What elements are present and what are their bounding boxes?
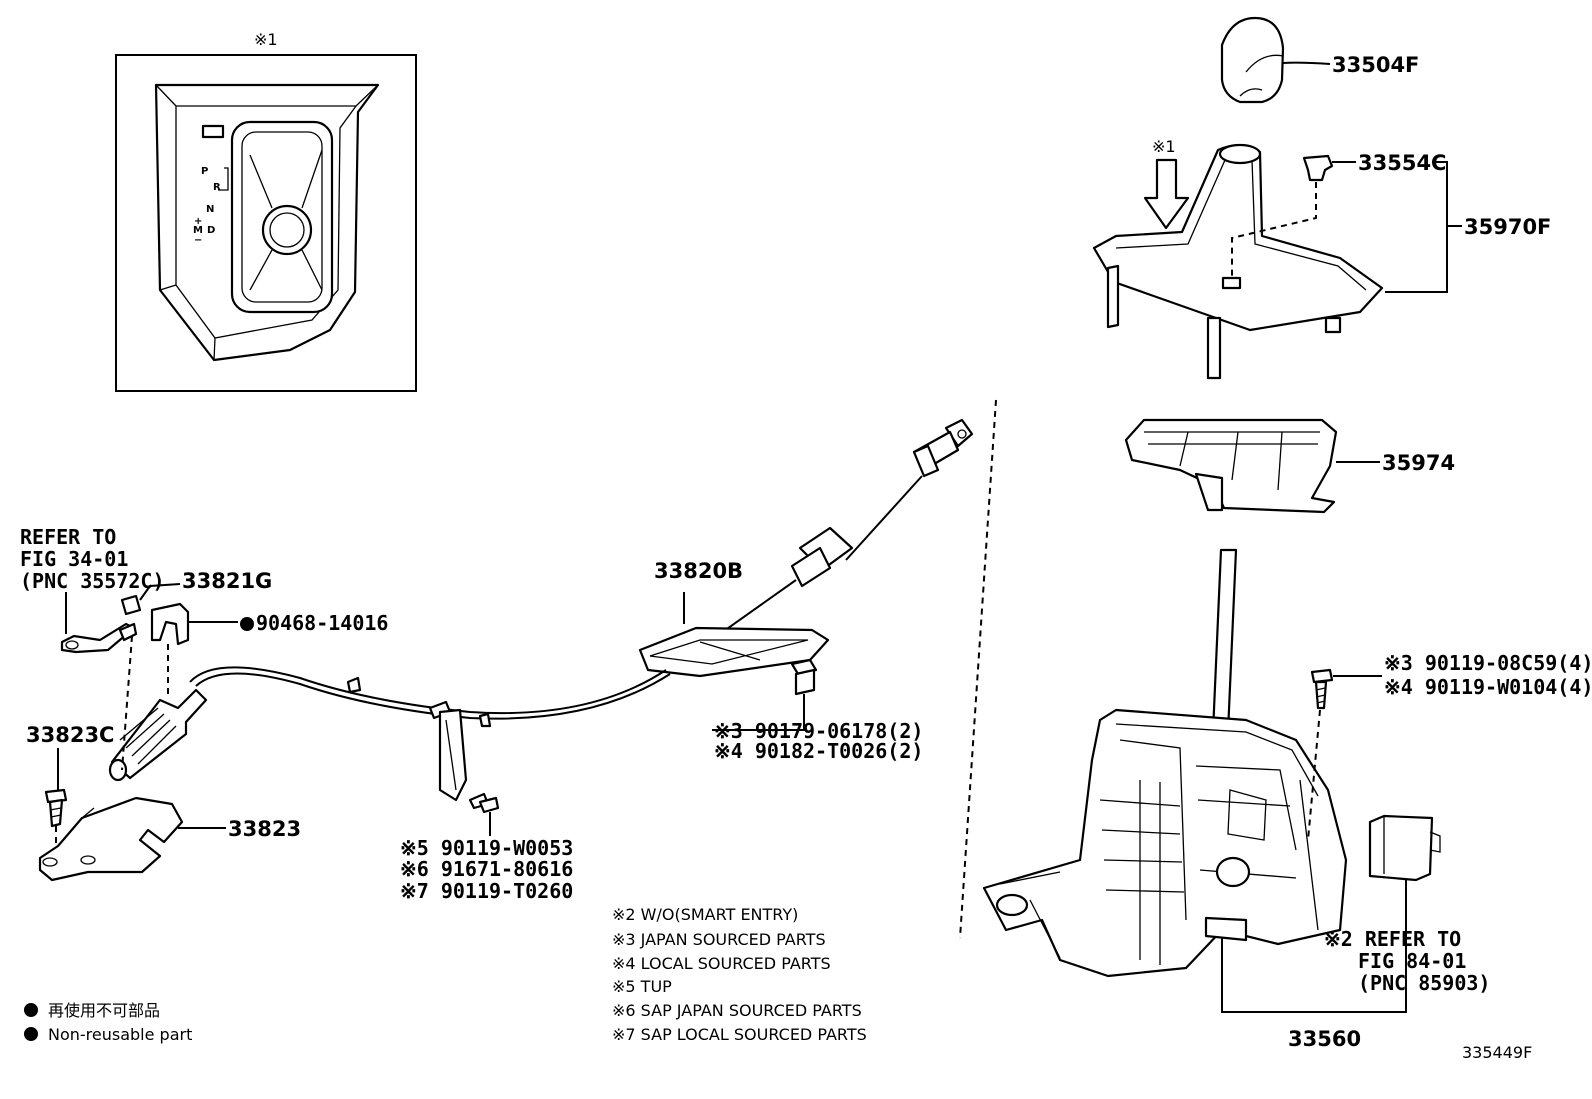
callout-refer-fig-84-line1: ※2 REFER TO <box>1324 927 1461 951</box>
callout-bracket-clip: 33821G <box>182 569 272 593</box>
inset-gear-r: R <box>213 182 221 193</box>
footnotes: ※2 W/O(SMART ENTRY) ※3 JAPAN SOURCED PAR… <box>612 905 867 1044</box>
callout-bolt-tup: ※5 90119-W0053 <box>400 836 573 860</box>
note-1: ※2 W/O(SMART ENTRY) <box>612 905 798 924</box>
shift-lever-bolt <box>1307 668 1382 841</box>
control-module-85903 <box>1368 814 1441 930</box>
callout-refer-fig-34-line2: FIG 34-01 <box>20 547 128 571</box>
note-2: ※3 JAPAN SOURCED PARTS <box>612 930 826 949</box>
callout-clip: 33554C <box>1358 151 1446 175</box>
callout-bolt-sap-local: ※7 90119-T0260 <box>400 879 573 903</box>
cable-bracket-33823 <box>38 796 226 882</box>
callout-knob: 33504F <box>1332 53 1419 77</box>
inset-gear-m: M <box>193 225 203 236</box>
shift-lever-assembly-33560 <box>982 548 1407 1013</box>
inset-frame <box>115 54 417 392</box>
inset-gear-d: D <box>207 225 215 236</box>
inset-console-view: ※1 P R N D M + − <box>115 30 417 392</box>
callout-cable-bracket: 33823 <box>228 817 301 841</box>
callout-refer-fig-84-line2: FIG 84-01 <box>1358 949 1466 973</box>
install-arrow <box>1143 158 1190 230</box>
callout-refer-fig-34-line3: (PNC 35572C) <box>20 569 165 593</box>
inset-console-panel-drawing <box>154 83 380 362</box>
callout-refer-fig-34-line1: REFER TO <box>20 525 116 549</box>
legend-dot-en <box>24 1027 38 1041</box>
note-4: ※5 TUP <box>612 977 672 996</box>
cable-bracket-bolt <box>468 792 500 836</box>
callout-refer-fig-84-line3: (PNC 85903) <box>1358 971 1490 995</box>
callout-bushing: 33823C <box>26 723 114 747</box>
inset-gear-n: N <box>206 204 214 215</box>
non-reusable-dot <box>240 617 254 631</box>
retaining-clip-90468-14016 <box>150 602 254 646</box>
inset-gear-p: P <box>201 166 208 177</box>
inset-gear-minus: − <box>194 235 202 246</box>
legend-dot-jp <box>24 1003 38 1017</box>
callout-cover-assembly: 35970F <box>1464 215 1551 239</box>
callout-shift-bolt-local: ※4 90119-W0104(4) <box>1384 675 1592 699</box>
figure-id: 335449F <box>1462 1043 1532 1062</box>
transmission-control-cable-33820B <box>108 418 974 802</box>
inset-marker-label: ※1 <box>254 30 278 49</box>
legend-jp: 再使用不可部品 <box>48 1001 160 1020</box>
clip-33554C <box>1231 154 1462 293</box>
callout-nut-local: ※4 90182-T0026(2) <box>714 739 923 763</box>
retainer-35974 <box>1124 418 1380 514</box>
cover-marker-label: ※1 <box>1152 137 1176 156</box>
note-3: ※4 LOCAL SOURCED PARTS <box>612 954 831 973</box>
inset-gear-plus: + <box>194 216 202 227</box>
shift-cover-35970F <box>1092 143 1384 380</box>
callout-shift-bolt-japan: ※3 90119-08C59(4) <box>1384 651 1592 675</box>
callout-non-reusable-clip: 90468-14016 <box>256 611 388 635</box>
note-5: ※6 SAP JAPAN SOURCED PARTS <box>612 1001 862 1020</box>
callout-nut-japan: ※3 90179-06178(2) <box>714 719 923 743</box>
callout-shift-lever-assembly: 33560 <box>1288 1027 1361 1051</box>
callout-bolt-sap-japan: ※6 91671-80616 <box>400 857 573 881</box>
legend-en: Non-reusable part <box>48 1025 192 1044</box>
callout-cable: 33820B <box>654 559 743 583</box>
legend: 再使用不可部品 Non-reusable part <box>24 1001 192 1044</box>
bushing-bolt-33823C <box>44 748 68 862</box>
shift-knob-33504F <box>1220 16 1331 104</box>
callout-retainer: 35974 <box>1382 451 1455 475</box>
dashed-guide-clip <box>121 635 133 771</box>
guide-dashed-line <box>959 399 997 939</box>
bracket-clip-33821G <box>120 583 181 616</box>
cable-nut <box>712 658 818 731</box>
note-6: ※7 SAP LOCAL SOURCED PARTS <box>612 1025 867 1044</box>
